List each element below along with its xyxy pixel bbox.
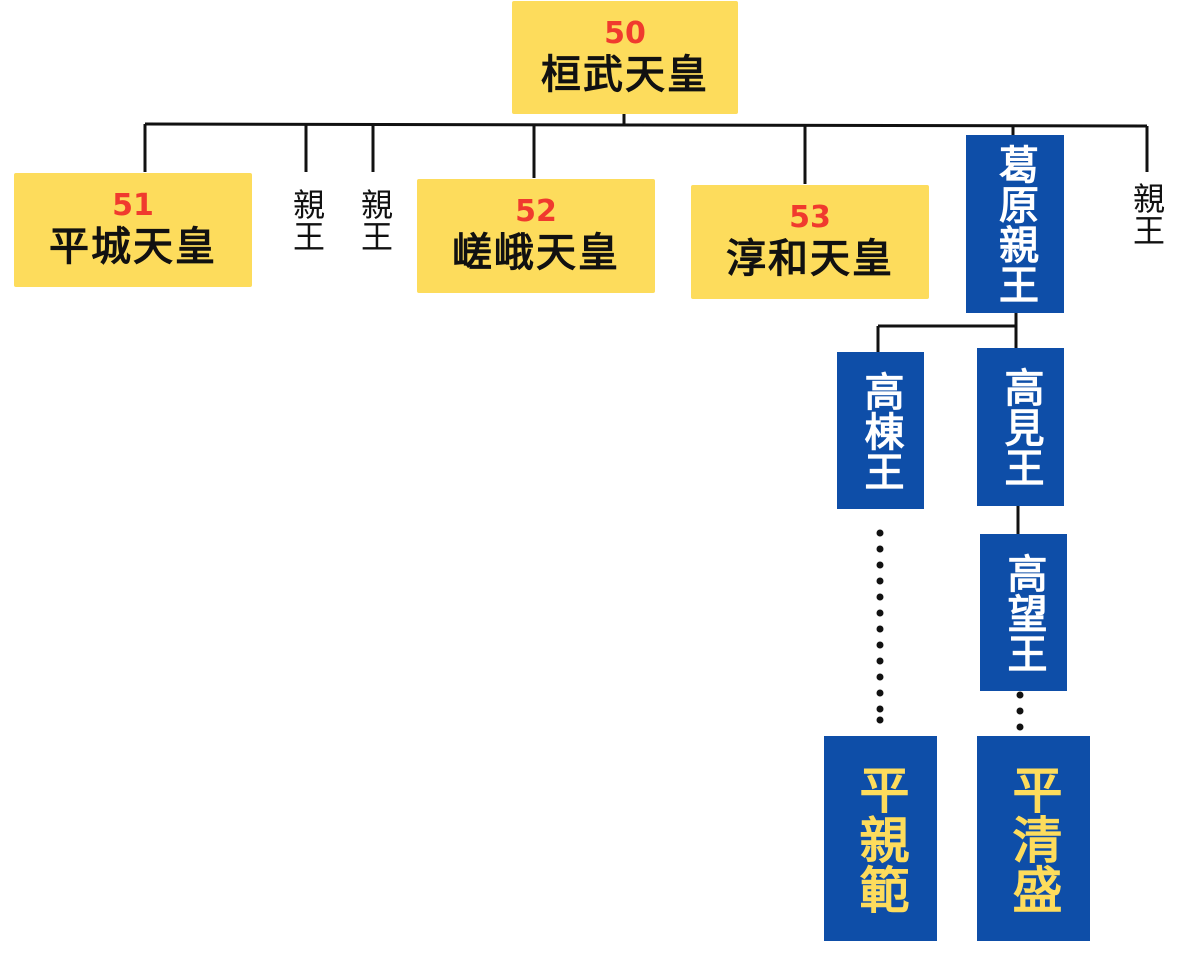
takami-o: 高見王 <box>977 348 1064 506</box>
emperor-junna: 53 淳和天皇 <box>691 185 929 299</box>
prince-label-2: 親王 <box>356 188 394 252</box>
takamochi-o: 高望王 <box>980 534 1067 691</box>
emperor-number: 51 <box>112 188 154 223</box>
taira-chikanori: 平親範 <box>824 736 937 941</box>
emperor-number: 50 <box>604 15 646 51</box>
emperor-number: 52 <box>515 194 557 229</box>
prince-label-3: 親王 <box>1128 182 1166 246</box>
lineage-name: 平清盛 <box>1004 763 1063 914</box>
prince-label-1: 親王 <box>288 188 326 252</box>
prince-katsurahara: 葛原親王 <box>966 135 1064 313</box>
emperor-name: 淳和天皇 <box>726 236 894 282</box>
children-bus <box>144 122 1148 128</box>
lineage-name: 葛原親王 <box>992 144 1038 304</box>
lineage-name: 高見王 <box>997 367 1044 487</box>
emperor-name: 桓武天皇 <box>541 51 709 98</box>
emperor-number: 53 <box>789 200 831 235</box>
taira-kiyomori: 平清盛 <box>977 736 1090 941</box>
emperor-name: 平城天皇 <box>49 224 217 270</box>
lineage-name: 高望王 <box>1000 552 1047 673</box>
emperor-saga: 52 嵯峨天皇 <box>417 179 655 293</box>
emperor-name: 嵯峨天皇 <box>452 230 620 276</box>
emperor-kanmu: 50 桓武天皇 <box>512 1 738 114</box>
lineage-name: 高棟王 <box>857 370 904 491</box>
dotted-descent <box>876 529 1024 731</box>
lineage-name: 平親範 <box>851 763 910 914</box>
emperor-heizei: 51 平城天皇 <box>14 173 252 287</box>
takamune-o: 高棟王 <box>837 352 924 509</box>
